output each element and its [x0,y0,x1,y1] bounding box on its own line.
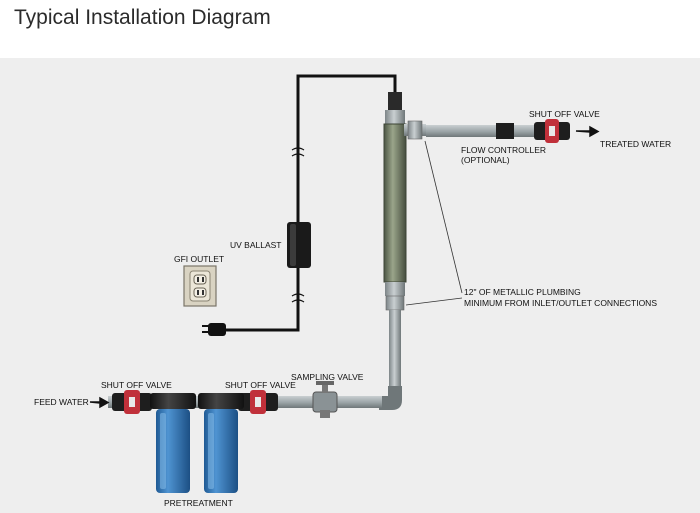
label-shutoff-valve-mid: SHUT OFF VALVE [225,380,296,390]
label-metallic-plumbing-min: MINIMUM FROM INLET/OUTLET CONNECTIONS [464,298,657,308]
label-treated-water: TREATED WATER [600,139,671,149]
label-shutoff-valve-left: SHUT OFF VALVE [101,380,172,390]
uv-chamber [383,92,407,296]
shutoff-valve-mid-icon [238,390,278,414]
pretreatment-filter-1 [150,393,196,493]
power-cord [226,74,397,332]
label-sampling-valve: SAMPLING VALVE [291,372,364,382]
plumbing-pointer-lines [405,140,463,306]
feed-water-arrow-icon [89,396,110,409]
label-flow-controller-optional: (OPTIONAL) [461,155,510,165]
pretreatment-filter-2 [198,393,244,493]
label-gfi-outlet: GFI OUTLET [174,254,224,264]
gfi-outlet-icon [183,265,217,307]
sampling-valve-icon [312,381,338,418]
label-flow-controller: FLOW CONTROLLER [461,145,546,155]
inlet-pipe [379,295,405,410]
label-metallic-plumbing: 12" OF METALLIC PLUMBING [464,287,581,297]
treated-water-arrow-icon [575,125,600,138]
label-shutoff-valve-top: SHUT OFF VALVE [529,109,600,119]
label-pretreatment: PRETREATMENT [164,498,233,508]
outlet-pipe [404,119,570,143]
cord-break-marks [291,147,305,303]
plug-icon [208,323,226,336]
label-feed-water: FEED WATER [34,397,89,407]
diagram-panel [0,58,700,513]
label-uv-ballast: UV BALLAST [230,240,282,250]
page-title: Typical Installation Diagram [14,6,271,29]
shutoff-valve-left-icon [112,390,152,414]
